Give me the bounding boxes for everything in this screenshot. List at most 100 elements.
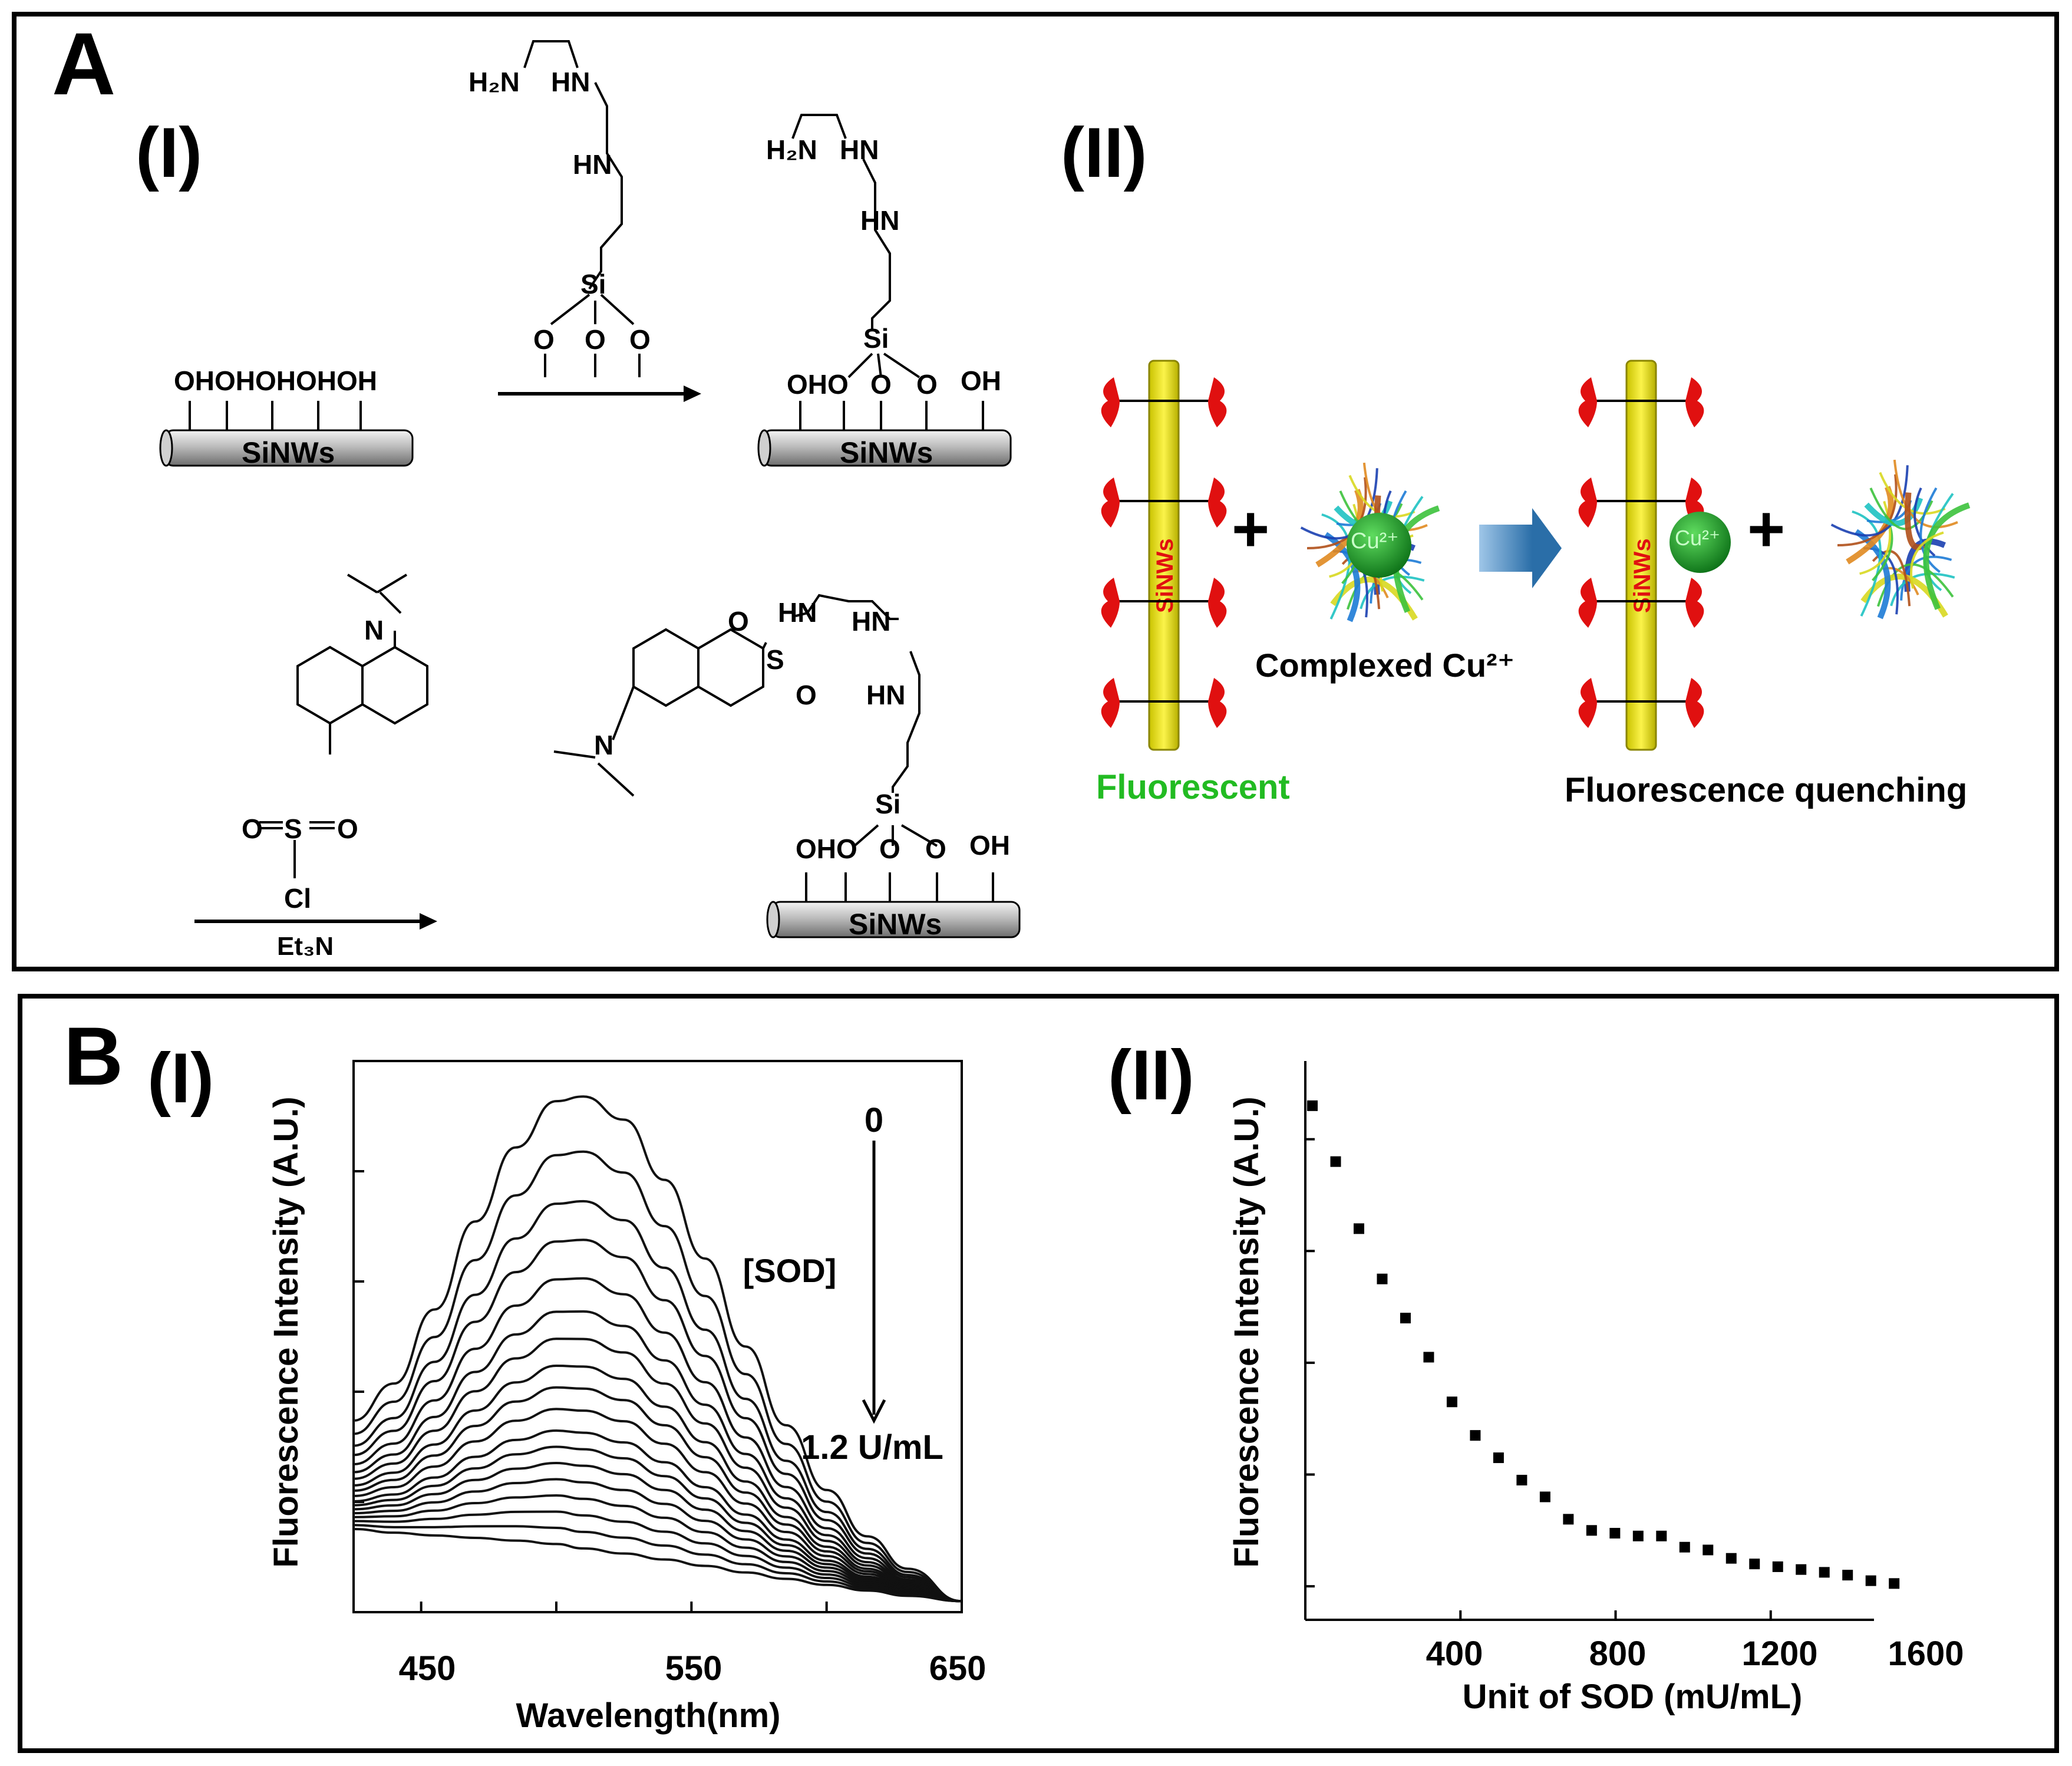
- oho-3: OHO: [796, 833, 857, 864]
- panel-b-label: B: [64, 1010, 123, 1102]
- scatter-xtick-400: 400: [1426, 1635, 1483, 1673]
- detection-scheme: SiNWs + Cu²⁺ Complexed Cu²⁺ SiNWs Cu²⁺ +…: [1096, 360, 1971, 809]
- scatter-ylabel: Fluorescence Intensity (A.U.): [1228, 1096, 1266, 1567]
- scatter-point-21: [1796, 1564, 1807, 1575]
- o-3a: O: [879, 833, 900, 864]
- et3n: Et₃N: [277, 932, 334, 961]
- fluorescent-label: Fluorescent: [1096, 768, 1290, 806]
- spectra-xtick-450: 450: [399, 1649, 456, 1688]
- ligand-right-1: [1208, 477, 1227, 528]
- ligand-left-1: [1578, 477, 1597, 528]
- oho-2: OHO: [787, 369, 849, 400]
- spectra-xtick-550: 550: [665, 1649, 722, 1688]
- si-3: Si: [875, 789, 900, 819]
- o-dansyl-2: O: [337, 813, 358, 844]
- scatter-point-14: [1632, 1530, 1644, 1541]
- annotation-zero: 0: [865, 1101, 883, 1139]
- ribbon-strand: [1910, 531, 1944, 589]
- hn-1a: HN: [551, 67, 590, 97]
- ligand-left-2: [1101, 578, 1120, 628]
- o-1b: O: [585, 324, 606, 355]
- spectra-series: [353, 1095, 962, 1603]
- spectrum-line-3: [353, 1238, 962, 1603]
- ligand-right-0: [1208, 377, 1227, 427]
- rod-label-2: SiNWs: [840, 436, 933, 469]
- ligands-right: [1578, 377, 1704, 728]
- o-dansyl-4: O: [796, 680, 817, 710]
- cl: Cl: [284, 883, 311, 914]
- o-1a: O: [533, 324, 555, 355]
- spectrum-line-1: [353, 1150, 962, 1603]
- ligand-right-3: [1685, 678, 1704, 728]
- oh-row-1: OHOHOHOHOH: [174, 365, 377, 396]
- hn-2a: HN: [840, 134, 879, 165]
- silane-reagent: [523, 40, 641, 377]
- spectrum-line-2: [353, 1200, 962, 1603]
- cu-ion-2: [1670, 512, 1731, 573]
- panel-b-sub1: (I): [147, 1039, 214, 1118]
- scatter-point-1: [1330, 1156, 1341, 1167]
- spectra-ylabel: Fluorescence Intensity (A.U.): [267, 1096, 305, 1567]
- o-dansyl-1: O: [242, 813, 263, 844]
- o-1c: O: [629, 324, 651, 355]
- spectrum-line-15: [353, 1510, 962, 1603]
- oh-3: OH: [969, 830, 1010, 861]
- spectrum-line-8: [353, 1386, 962, 1603]
- scatter-point-5: [1423, 1352, 1434, 1363]
- ribbon-strand: [1854, 529, 1891, 620]
- yellow-rod-quenched: SiNWs Cu²⁺: [1578, 360, 1731, 751]
- complexed-label: Complexed Cu²⁺: [1255, 647, 1515, 684]
- panel-b-sub2: (II): [1108, 1036, 1195, 1115]
- s-dansyl-1: S: [284, 813, 302, 844]
- spectrum-line-0: [353, 1095, 962, 1603]
- scatter-point-9: [1516, 1475, 1527, 1485]
- ribbon-strand: [1324, 532, 1361, 622]
- spectrum-line-13: [353, 1478, 962, 1603]
- spectrum-line-11: [353, 1445, 962, 1603]
- ribbon-strand: [1900, 555, 1952, 601]
- spectra-plot-frame: [352, 1060, 963, 1613]
- n-dansyl-2: N: [594, 730, 613, 760]
- h2n-1: H₂N: [468, 67, 520, 97]
- ligand-left-1: [1101, 477, 1120, 528]
- siNW-rod-dansyl: SiNWs N O S O HN HN HN Si: [553, 594, 1021, 941]
- annotation-sod: [SOD]: [743, 1252, 837, 1289]
- spectra-y-ticks: [354, 1170, 828, 1612]
- siNW-rod-bare: SiNWs OHOHOHOHOH: [159, 365, 414, 469]
- ribbon-strand: [1830, 465, 1909, 537]
- panel-b-frame: [18, 994, 2059, 1753]
- spectrum-line-9: [353, 1408, 962, 1603]
- panel-a-frame: [12, 12, 2059, 971]
- scatter-point-3: [1377, 1273, 1388, 1284]
- ligand-left-3: [1101, 678, 1120, 728]
- scatter-xtick-1600: 1600: [1888, 1635, 1964, 1673]
- spectrum-line-12: [353, 1461, 962, 1603]
- chem-scheme: SiNWs OHOHOHOHOH H₂N HN HN Si O O O: [159, 40, 1021, 961]
- spectra-xtick-650: 650: [929, 1649, 986, 1688]
- yellow-rod-fluorescent: SiNWs: [1101, 360, 1227, 751]
- o-3b: O: [925, 833, 946, 864]
- scatter-xtick-1200: 1200: [1741, 1635, 1817, 1673]
- scatter-point-17: [1703, 1544, 1714, 1556]
- panel-a-sub2: (II): [1061, 113, 1147, 192]
- scatter-point-13: [1609, 1528, 1621, 1539]
- scatter-point-10: [1539, 1491, 1550, 1503]
- scatter-point-15: [1656, 1530, 1667, 1541]
- siNW-rod-silanized: SiNWs H₂N HN HN Si OHO O O OH: [757, 114, 1012, 469]
- oh-2: OH: [961, 365, 1001, 396]
- spectrum-line-4: [353, 1277, 962, 1603]
- n-dansyl-1: N: [364, 615, 384, 645]
- si-2: Si: [863, 323, 889, 354]
- ligand-right-2: [1208, 578, 1227, 628]
- scatter-point-23: [1842, 1570, 1853, 1581]
- scatter-point-22: [1819, 1567, 1830, 1578]
- rod-label-3: SiNWs: [849, 908, 942, 941]
- o-2b: O: [916, 369, 938, 400]
- plus-2: +: [1747, 493, 1785, 565]
- scatter-point-2: [1353, 1223, 1364, 1234]
- rod-label-1: SiNWs: [242, 436, 335, 469]
- ligand-right-3: [1208, 678, 1227, 728]
- scatter-xlabel: Unit of SOD (mU/mL): [1463, 1678, 1803, 1716]
- scatter-point-20: [1772, 1561, 1783, 1572]
- scatter-xtick-800: 800: [1589, 1635, 1647, 1673]
